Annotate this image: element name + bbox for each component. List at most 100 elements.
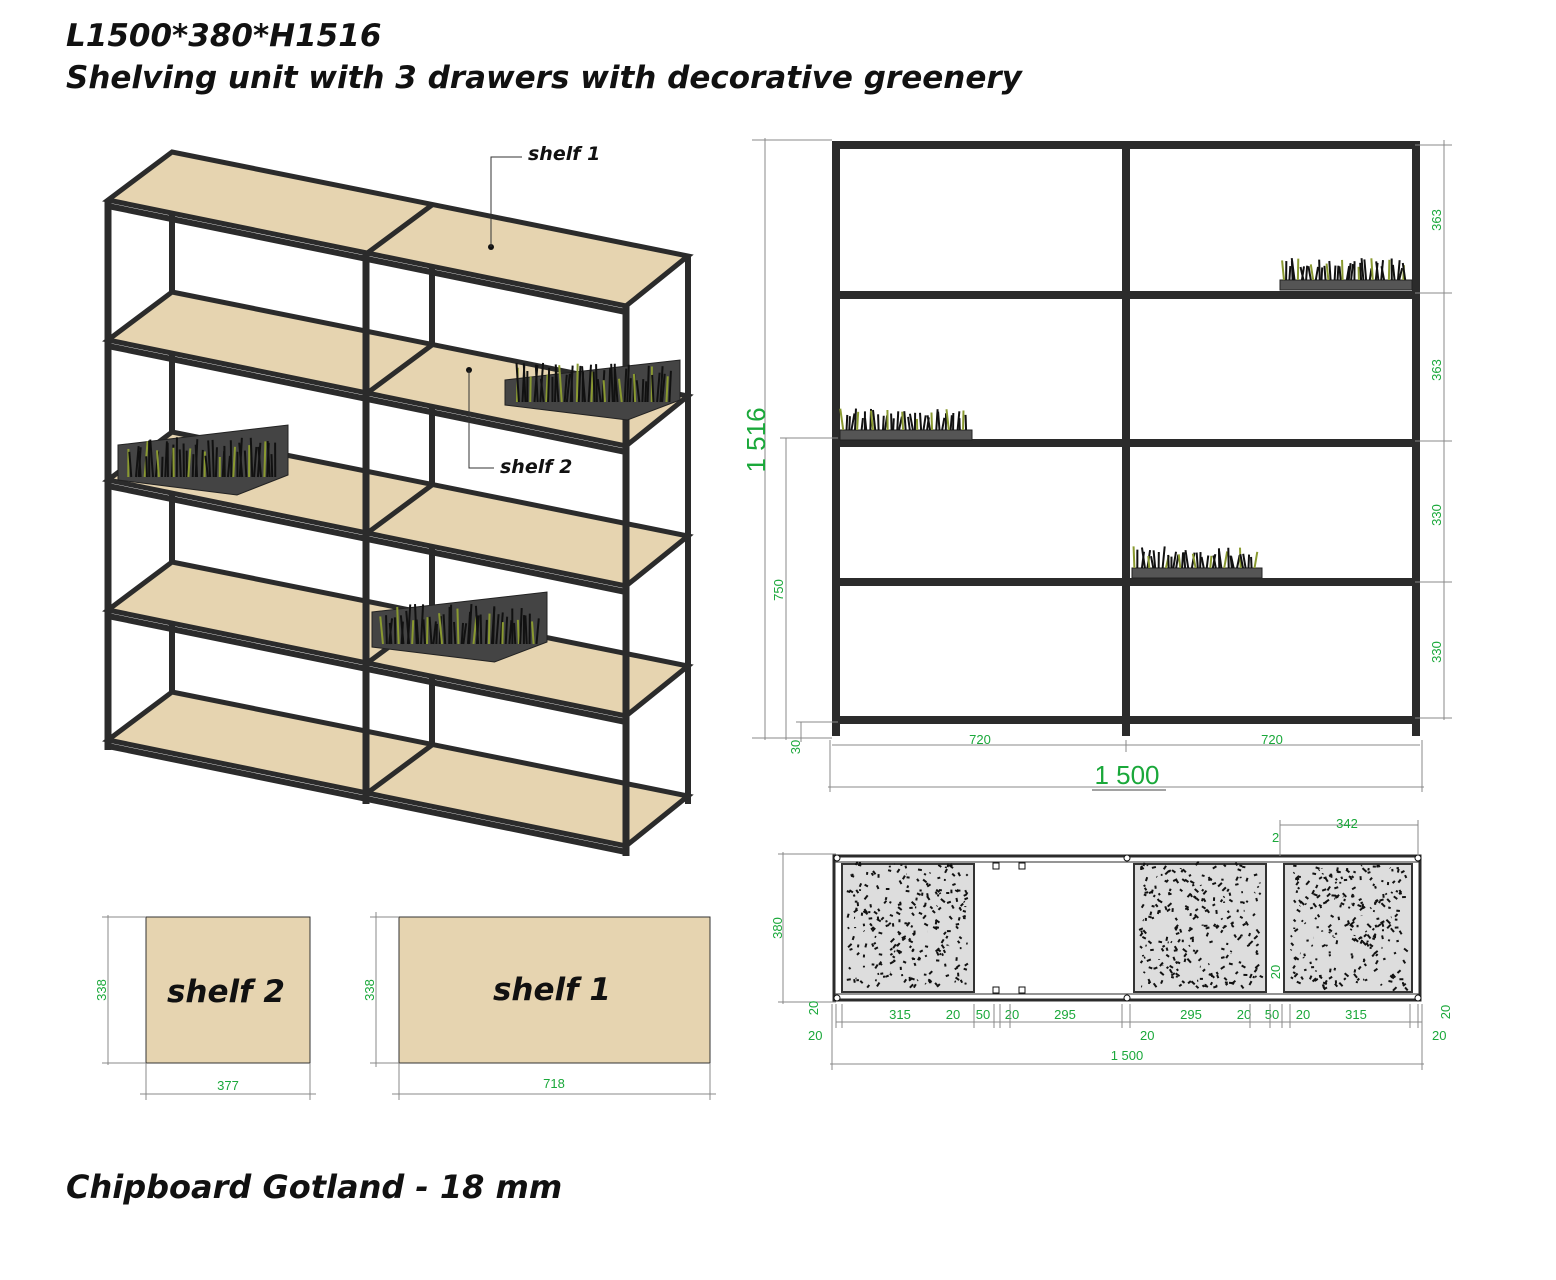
height-total-dim: 1 516: [741, 407, 771, 472]
leaf: [956, 890, 957, 891]
gap-2-dim: 2: [1272, 830, 1279, 845]
leaf: [1341, 903, 1344, 905]
plan-bottom-dim: 20: [1296, 1007, 1310, 1022]
leaf: [885, 976, 888, 977]
leaf: [1336, 940, 1337, 944]
grass-blade: [1255, 552, 1258, 568]
leaf: [1310, 908, 1313, 909]
leaf: [1372, 954, 1374, 956]
leaf: [1177, 969, 1178, 971]
grass-blade: [1154, 550, 1156, 568]
leaf: [1202, 898, 1203, 901]
leaf: [1319, 905, 1322, 906]
horizontal-rail: [832, 716, 1420, 724]
leaf: [1193, 950, 1195, 951]
grass-blade: [862, 418, 863, 430]
leaf: [1361, 902, 1363, 903]
leaf: [1226, 984, 1228, 986]
leaf: [1230, 893, 1231, 896]
leaf: [1316, 867, 1320, 868]
leaf: [875, 937, 876, 938]
grass-blade: [1322, 267, 1323, 280]
front-view: 1 516 750 30 720 720 1 500 363 363 330 3…: [741, 138, 1452, 792]
leaf: [944, 950, 945, 953]
leaf: [911, 978, 915, 979]
grass-blade: [847, 415, 848, 430]
leaf: [1167, 967, 1169, 968]
post-marker: [1415, 995, 1421, 1001]
leaf: [1170, 889, 1171, 891]
shelf2-width-dim: 377: [217, 1078, 239, 1093]
leaf: [890, 974, 892, 976]
leaf: [1344, 978, 1346, 980]
grass-blade: [502, 622, 503, 644]
leaf: [1185, 959, 1186, 962]
grass-blade: [1210, 556, 1211, 568]
leaf: [1370, 908, 1371, 909]
grass-blade: [489, 614, 490, 644]
leaf: [1246, 878, 1247, 882]
leaf: [854, 895, 855, 897]
plan-bottom-dim: 295: [1054, 1007, 1076, 1022]
grass-blade: [162, 457, 163, 477]
grass-blade: [412, 620, 413, 644]
leaf: [1323, 873, 1324, 874]
grass-blade: [634, 374, 635, 402]
leaf: [1209, 974, 1211, 975]
grass-blade: [1182, 552, 1183, 568]
leaf: [850, 949, 853, 950]
leaf: [1242, 867, 1245, 868]
greenery-icon: [1282, 258, 1405, 280]
leaf: [1224, 865, 1226, 867]
leaf: [1348, 907, 1350, 908]
leaf: [1323, 983, 1327, 984]
grass-blade: [577, 364, 578, 402]
leaf: [1202, 889, 1203, 891]
leaf: [1143, 863, 1144, 866]
leaf: [872, 873, 874, 876]
leaf: [1202, 875, 1205, 876]
leaf: [1176, 962, 1177, 964]
leaf: [1396, 941, 1398, 942]
leaf: [1260, 976, 1263, 977]
leaf: [890, 915, 893, 916]
leaf: [1171, 977, 1174, 978]
grass-blade: [1316, 267, 1318, 280]
plan-bottom-dim: 315: [889, 1007, 911, 1022]
leaf: [914, 963, 915, 966]
leaf: [1336, 879, 1338, 880]
grass-blade: [1184, 552, 1185, 568]
grass-blade: [1360, 263, 1361, 280]
leaf: [1338, 917, 1339, 920]
leaf: [1158, 910, 1159, 914]
leaf: [1235, 884, 1238, 885]
leaf: [910, 946, 912, 948]
leaf: [947, 902, 951, 903]
leaf: [1353, 903, 1354, 906]
leaf: [860, 862, 861, 865]
grass-blade: [1329, 261, 1330, 280]
grass-blade: [1335, 266, 1336, 280]
leaf: [1381, 984, 1382, 985]
leaf: [903, 961, 906, 962]
leaf: [956, 924, 959, 925]
grass-blade: [645, 381, 646, 402]
leaf: [1335, 882, 1336, 883]
leaf: [1303, 957, 1304, 958]
leaf: [851, 876, 854, 877]
leaf: [1349, 876, 1351, 877]
leaf: [1254, 892, 1255, 893]
fixing-marker: [993, 987, 999, 993]
leaf: [911, 925, 912, 927]
leaf: [1255, 976, 1256, 977]
side-dim: 20: [1432, 1028, 1446, 1043]
leaf: [1291, 977, 1293, 978]
plan-width-total-dim: 1 500: [1111, 1048, 1144, 1063]
spacing-2-dim: 363: [1429, 359, 1444, 381]
leaf: [1191, 894, 1192, 897]
grass-blade: [1393, 265, 1395, 280]
leaf: [886, 921, 888, 922]
leaf: [890, 901, 891, 903]
grass-blade: [630, 378, 631, 402]
leaf: [879, 933, 883, 934]
